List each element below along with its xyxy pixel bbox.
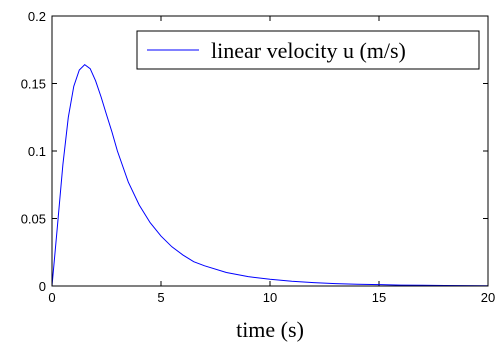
plot-frame [51,15,489,287]
x-tick-label: 5 [157,290,164,305]
y-tick-label: 0.2 [28,9,46,24]
x-tick-label: 15 [372,290,386,305]
legend: linear velocity u (m/s) [136,30,480,70]
legend-label: linear velocity u (m/s) [211,38,406,63]
y-tick-label: 0.05 [21,212,46,227]
series-line-linear-velocity [51,63,489,287]
x-tick-label: 10 [263,290,277,305]
x-tick-label: 20 [481,290,495,305]
x-tick-label: 0 [48,290,55,305]
y-tick-label: 0.1 [28,144,46,159]
x-axis-label: time (s) [236,317,304,342]
y-tick-label: 0.15 [21,77,46,92]
y-tick-label: 0 [39,279,46,294]
y-axis-ticks: 0 0.05 0.1 0.15 0.2 [21,9,488,294]
x-axis-ticks: 0 5 10 15 20 [48,16,495,305]
